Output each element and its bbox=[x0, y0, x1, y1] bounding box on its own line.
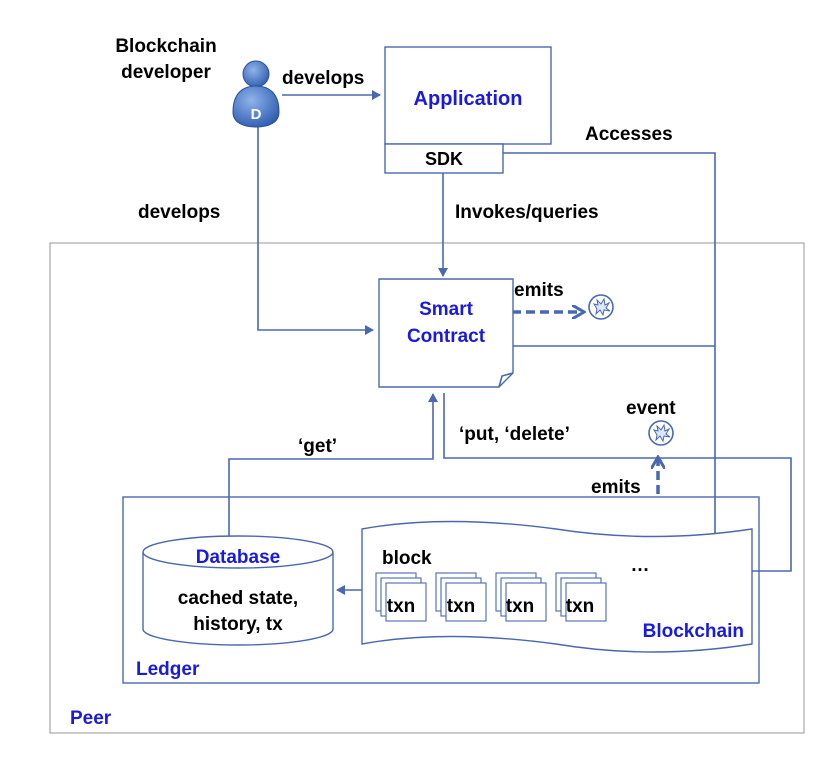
smart-contract-page-fold bbox=[498, 372, 514, 388]
database-line2: history, tx bbox=[193, 614, 283, 635]
person-icon bbox=[232, 60, 280, 128]
txn-label: txn bbox=[387, 596, 416, 617]
get-arrow bbox=[228, 393, 438, 545]
smart-contract-line1: Smart bbox=[419, 299, 474, 320]
block-label: block bbox=[382, 548, 432, 569]
txn-label: txn bbox=[506, 596, 535, 617]
sdk-box bbox=[384, 143, 504, 174]
smart-contract-box bbox=[378, 278, 514, 388]
txn-label: txn bbox=[566, 596, 595, 617]
database-title: Database bbox=[196, 547, 281, 568]
actor-title-line2: developer bbox=[121, 62, 211, 83]
accesses-arrow bbox=[503, 152, 720, 543]
event-burst-icon bbox=[588, 294, 614, 320]
txn-label: txn bbox=[447, 596, 476, 617]
develops-left-label: develops bbox=[138, 202, 220, 223]
blockchain-label: Blockchain bbox=[643, 621, 744, 642]
peer-label: Peer bbox=[70, 708, 112, 729]
ledger-label: Ledger bbox=[136, 659, 200, 680]
smart-contract-line2: Contract bbox=[407, 326, 486, 347]
database-cylinder bbox=[142, 535, 334, 646]
blockchain-ellipsis: … bbox=[631, 555, 650, 576]
put-delete-label: ‘put, ‘delete’ bbox=[459, 424, 570, 445]
develops-contract-arrow bbox=[257, 118, 374, 335]
invokes-queries-label: Invokes/queries bbox=[455, 202, 599, 223]
actor-title-line1: Blockchain bbox=[115, 36, 216, 57]
application-title: Application bbox=[414, 88, 523, 110]
txn-stack: txn bbox=[435, 572, 487, 622]
txn-stack: txn bbox=[555, 572, 607, 622]
event-burst-icon bbox=[648, 420, 674, 446]
sdk-label: SDK bbox=[425, 149, 463, 169]
txn-stack: txn bbox=[375, 572, 427, 622]
emits-top-label: emits bbox=[514, 280, 564, 301]
database-line1: cached state, bbox=[178, 588, 298, 609]
application-box bbox=[384, 46, 552, 145]
actor-badge: D bbox=[251, 106, 262, 123]
txn-stack: txn bbox=[495, 572, 547, 622]
emits-bottom-label: emits bbox=[591, 477, 641, 498]
event-label: event bbox=[626, 398, 676, 419]
accesses-label: Accesses bbox=[585, 124, 673, 145]
get-label: ‘get’ bbox=[298, 436, 337, 457]
develops-top-label: develops bbox=[282, 68, 364, 89]
